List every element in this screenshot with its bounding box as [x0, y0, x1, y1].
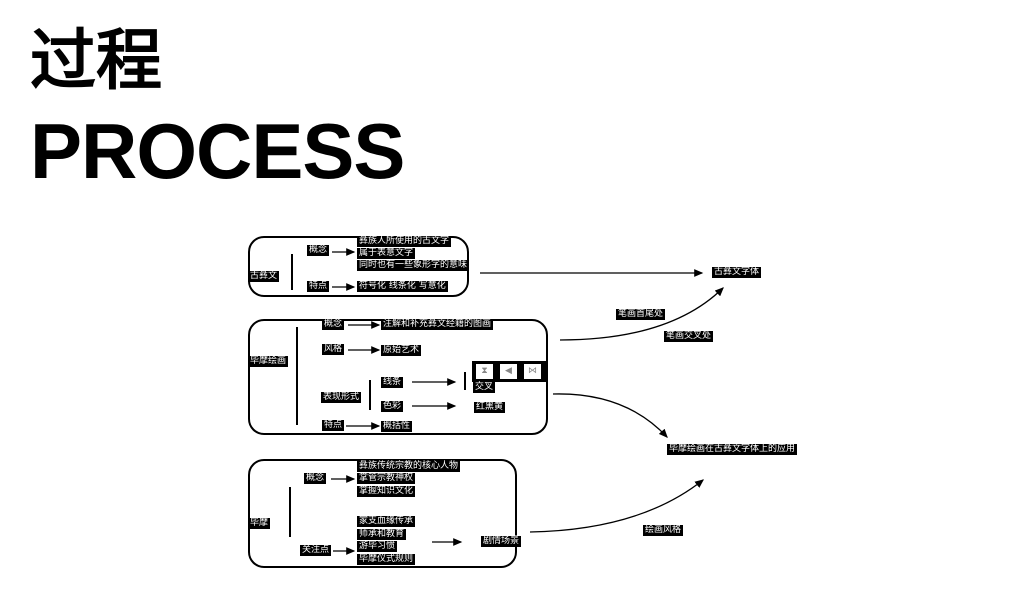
node-color: 色彩: [381, 401, 404, 412]
node-item: 原始艺术: [381, 345, 422, 356]
node-item: 红黑黄: [474, 402, 506, 413]
node-concept: 概念: [307, 245, 330, 256]
node-item: 彝族人所使用的古文字: [357, 236, 452, 247]
edge-label: 笔画首尾处: [616, 309, 666, 320]
node-root: 古彝文: [248, 271, 280, 282]
node-concept: 概念: [322, 319, 345, 330]
triangle-icon: ◀: [500, 364, 517, 379]
node-item: 同时也有一些象形字的意味: [357, 260, 470, 271]
title-cn: 过程: [30, 22, 162, 99]
node-style: 风格: [322, 344, 345, 355]
node-focus: 关注点: [300, 545, 332, 556]
box-bimo: [248, 459, 517, 568]
edge-label: 笔画交叉处: [664, 331, 714, 342]
node-item: 交叉: [473, 382, 496, 393]
node-form: 表现形式: [321, 392, 362, 403]
node-item: 属于表意文字: [357, 248, 416, 259]
hourglass-icon: ⧗: [476, 364, 493, 379]
node-item: 注解和补充彝文经籍的图画: [381, 319, 494, 330]
stroke-samples: ⧗ ◀ ⋈: [472, 361, 546, 382]
node-target-application: 毕摩绘画在古彝文字体上的应用: [667, 444, 798, 455]
node-item: 彝族传统宗教的核心人物: [357, 461, 461, 472]
node-concept: 概念: [304, 473, 327, 484]
node-item: 毕摩仪式规则: [357, 554, 416, 565]
pattern-icon: ⋈: [524, 364, 541, 379]
node-item: 游毕习惯: [357, 541, 398, 552]
node-target-font: 古彝文字体: [712, 267, 762, 278]
node-root: 毕摩: [248, 518, 271, 529]
edge-label: 绘画风格: [643, 525, 684, 536]
node-line: 线条: [381, 377, 404, 388]
node-item: 掌握知识文化: [357, 486, 416, 497]
node-feature: 特点: [307, 281, 330, 292]
node-item: 概括性: [381, 421, 413, 432]
node-item: 掌管宗教神权: [357, 473, 416, 484]
node-item: 师承和教育: [357, 529, 407, 540]
node-item: 家支血缘传承: [357, 516, 416, 527]
node-item: 剧情场景: [481, 536, 522, 547]
node-feature: 特点: [322, 420, 345, 431]
node-item: 符号化 线条化 写意化: [357, 281, 448, 292]
node-root: 毕摩绘画: [248, 356, 289, 367]
title-en: PROCESS: [30, 107, 405, 195]
